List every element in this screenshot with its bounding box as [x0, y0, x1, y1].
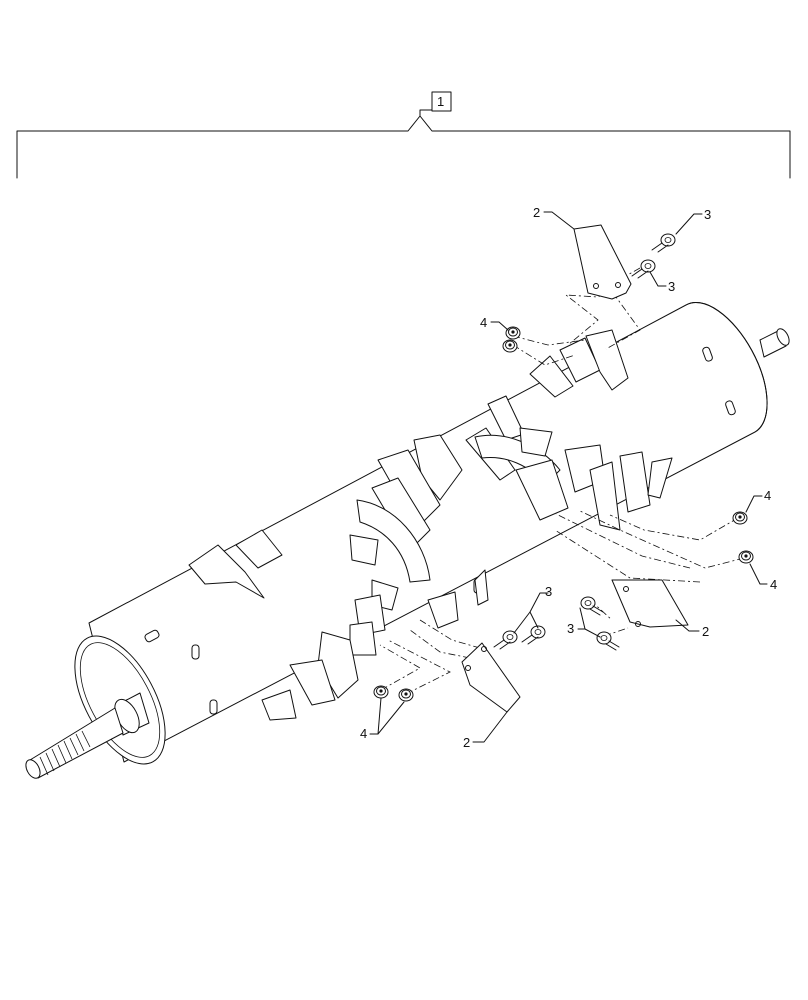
callout-flight-bottom: 2 — [463, 735, 470, 750]
flange-bolt-icon — [493, 233, 676, 651]
callout-flight-top: 2 — [533, 205, 540, 220]
assembly-lines — [379, 267, 745, 695]
callout-bolt-top-a: 3 — [704, 207, 711, 222]
callout-assembly: 1 — [437, 94, 444, 109]
callout-nut-right-b: 4 — [770, 577, 777, 592]
callout-labels: 2 3 3 4 4 4 3 3 2 4 2 — [360, 205, 777, 750]
flight-plate-top — [573, 224, 632, 300]
callout-nut-top: 4 — [480, 315, 487, 330]
flange-nut-icon — [373, 326, 754, 702]
callout-bolt-top-b: 3 — [668, 279, 675, 294]
assembly-bracket: 1 — [16, 91, 791, 179]
callout-flight-right: 2 — [702, 624, 709, 639]
splined-input-shaft — [25, 692, 150, 779]
flight-plate-bottom — [461, 642, 521, 713]
right-stub-shaft — [759, 328, 790, 358]
callout-bolt-bottom: 3 — [545, 584, 552, 599]
callout-nut-bottom: 4 — [360, 726, 367, 741]
callout-nut-right-a: 4 — [764, 488, 771, 503]
callout-bolt-right: 3 — [567, 621, 574, 636]
mounted-flights — [188, 329, 673, 721]
flight-plate-right — [611, 579, 689, 628]
leader-lines — [369, 211, 768, 743]
